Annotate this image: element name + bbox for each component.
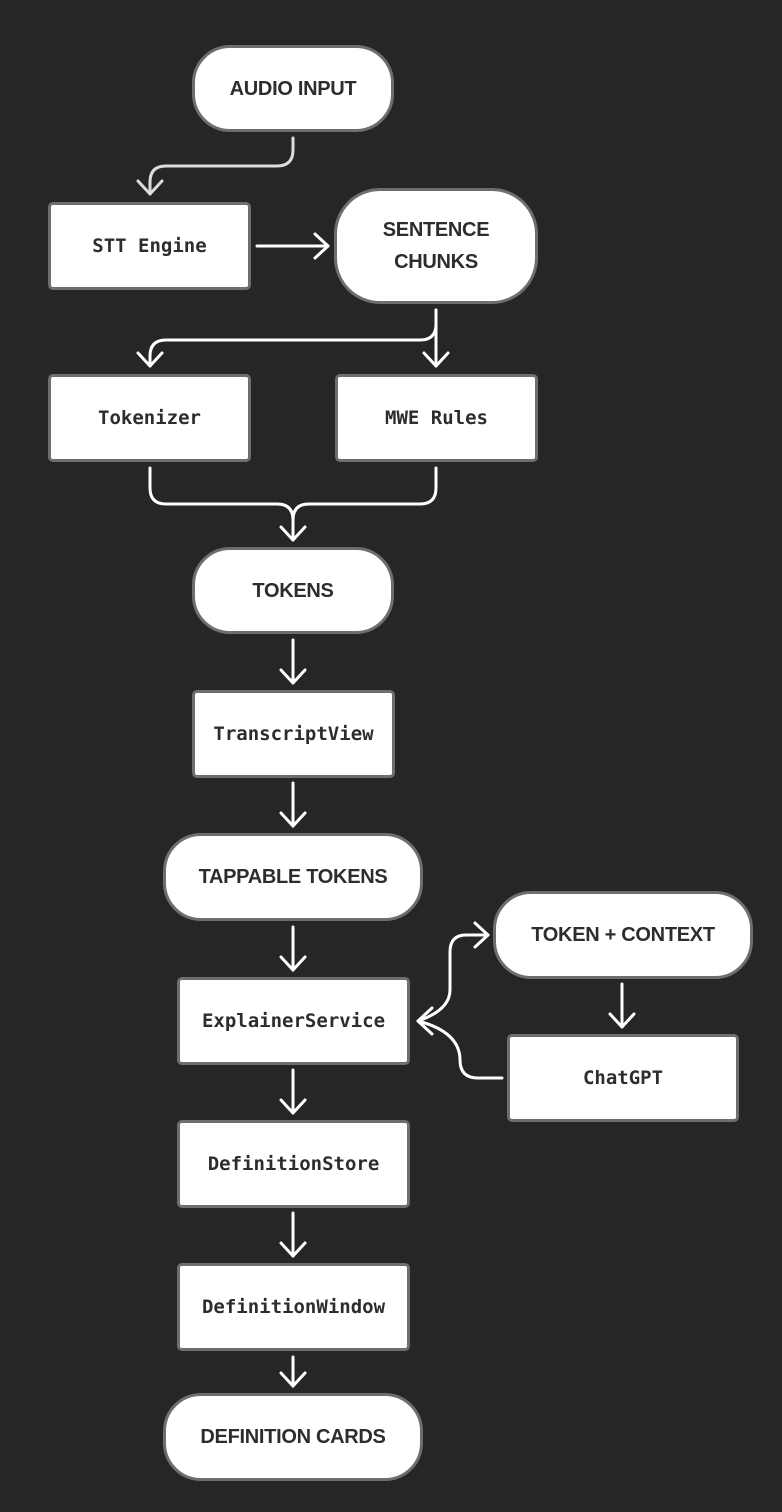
arrow-chatgpt-to-explainer bbox=[416, 1019, 504, 1080]
arrowhead-explainer-to-store bbox=[279, 1098, 307, 1115]
node-transcript-view: TranscriptView bbox=[192, 690, 395, 778]
node-tokens: TOKENS bbox=[192, 547, 394, 634]
arrow-audio-to-stt bbox=[148, 136, 295, 196]
node-mwe-rules-label: MWE Rules bbox=[385, 407, 488, 429]
node-chatgpt-label: ChatGPT bbox=[582, 1067, 664, 1089]
node-token-context-label: TOKEN + CONTEXT bbox=[531, 924, 715, 946]
node-explainer-service: ExplainerService bbox=[177, 977, 410, 1065]
arrowhead-tappable-to-explainer bbox=[279, 955, 307, 972]
node-sentence-chunks-label: SENTENCE CHUNKS bbox=[382, 219, 490, 273]
node-explainer-service-label: ExplainerService bbox=[201, 1010, 386, 1032]
arrowhead-chunks-to-tokenizer bbox=[136, 351, 164, 368]
arrowhead-audio-to-stt bbox=[136, 179, 164, 196]
node-tokens-label: TOKENS bbox=[252, 579, 334, 602]
arrow-tokenizer-to-tokens bbox=[148, 466, 295, 542]
node-token-context: TOKEN + CONTEXT bbox=[493, 891, 753, 979]
arrowhead-transcript-to-tappable bbox=[279, 811, 307, 828]
arrowhead-chatgpt-to-explainer bbox=[416, 1006, 434, 1036]
node-stt-engine-label: STT Engine bbox=[92, 235, 207, 257]
node-definition-window: DefinitionWindow bbox=[177, 1263, 410, 1351]
arrow-mwe-to-tokens bbox=[291, 466, 438, 522]
node-sentence-chunks: SENTENCE CHUNKS bbox=[334, 188, 538, 304]
node-definition-store-label: DefinitionStore bbox=[207, 1153, 380, 1175]
node-tappable-tokens: TAPPABLE TOKENS bbox=[163, 833, 423, 921]
arrow-chunks-to-tokenizer bbox=[148, 308, 438, 368]
node-definition-cards-label: DEFINITION CARDS bbox=[200, 1426, 386, 1448]
arrowhead-explainer-to-context bbox=[473, 921, 490, 949]
arrowhead-window-to-cards bbox=[279, 1371, 307, 1388]
arrowhead-chunks-to-mwe bbox=[422, 351, 450, 368]
node-tappable-tokens-label: TAPPABLE TOKENS bbox=[198, 866, 388, 888]
node-tokenizer-label: Tokenizer bbox=[98, 407, 201, 429]
arrowhead-stt-to-chunks bbox=[313, 232, 330, 260]
arrowhead-tokens-to-transcript bbox=[279, 668, 307, 685]
node-tokenizer: Tokenizer bbox=[48, 374, 251, 462]
node-chatgpt: ChatGPT bbox=[507, 1034, 739, 1122]
node-definition-store: DefinitionStore bbox=[177, 1120, 410, 1208]
arrow-explainer-to-context bbox=[416, 933, 490, 1023]
node-mwe-rules: MWE Rules bbox=[335, 374, 538, 462]
node-audio-input-label: AUDIO INPUT bbox=[229, 77, 357, 100]
arrowhead-to-tokens bbox=[279, 525, 307, 542]
node-definition-window-label: DefinitionWindow bbox=[201, 1296, 386, 1318]
node-definition-cards: DEFINITION CARDS bbox=[163, 1393, 423, 1481]
node-transcript-view-label: TranscriptView bbox=[213, 723, 374, 745]
node-audio-input: AUDIO INPUT bbox=[192, 45, 394, 132]
arrowhead-store-to-window bbox=[279, 1241, 307, 1258]
node-stt-engine: STT Engine bbox=[48, 202, 251, 290]
arrowhead-context-to-chatgpt bbox=[608, 1012, 636, 1029]
